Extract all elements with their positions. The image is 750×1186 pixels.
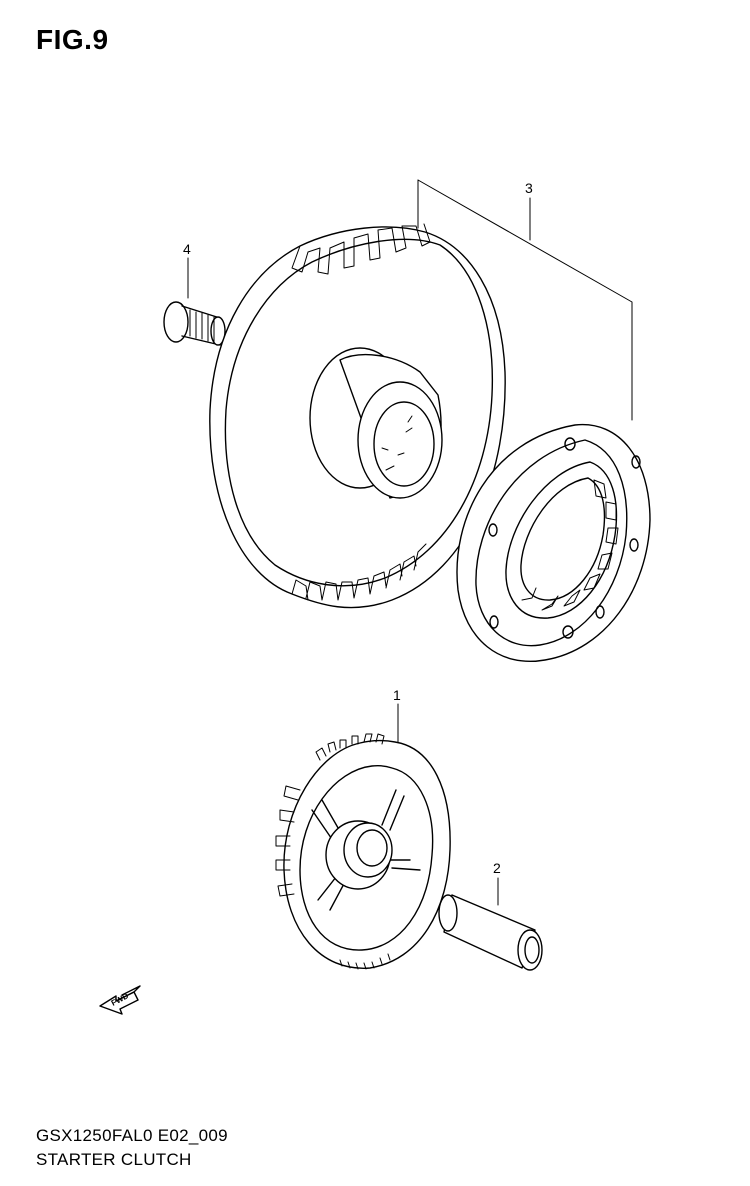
callout-part4: 4 <box>183 241 191 257</box>
fwd-arrow-icon: FWD <box>99 985 141 1015</box>
figure-title: FIG.9 <box>36 24 109 55</box>
part1-idle-gear <box>275 703 451 970</box>
starter-driven-gear <box>209 223 506 609</box>
part2-shaft <box>438 877 543 971</box>
one-way-clutch <box>456 423 651 662</box>
part4-bolt <box>163 257 226 346</box>
figure-code: GSX1250FAL0 E02_009 <box>36 1126 228 1145</box>
part3-bracket <box>417 179 633 421</box>
figure-name: STARTER CLUTCH <box>36 1150 192 1169</box>
callout-part2: 2 <box>493 860 501 876</box>
callout-part1: 1 <box>393 687 401 703</box>
callout-part3: 3 <box>525 180 533 196</box>
